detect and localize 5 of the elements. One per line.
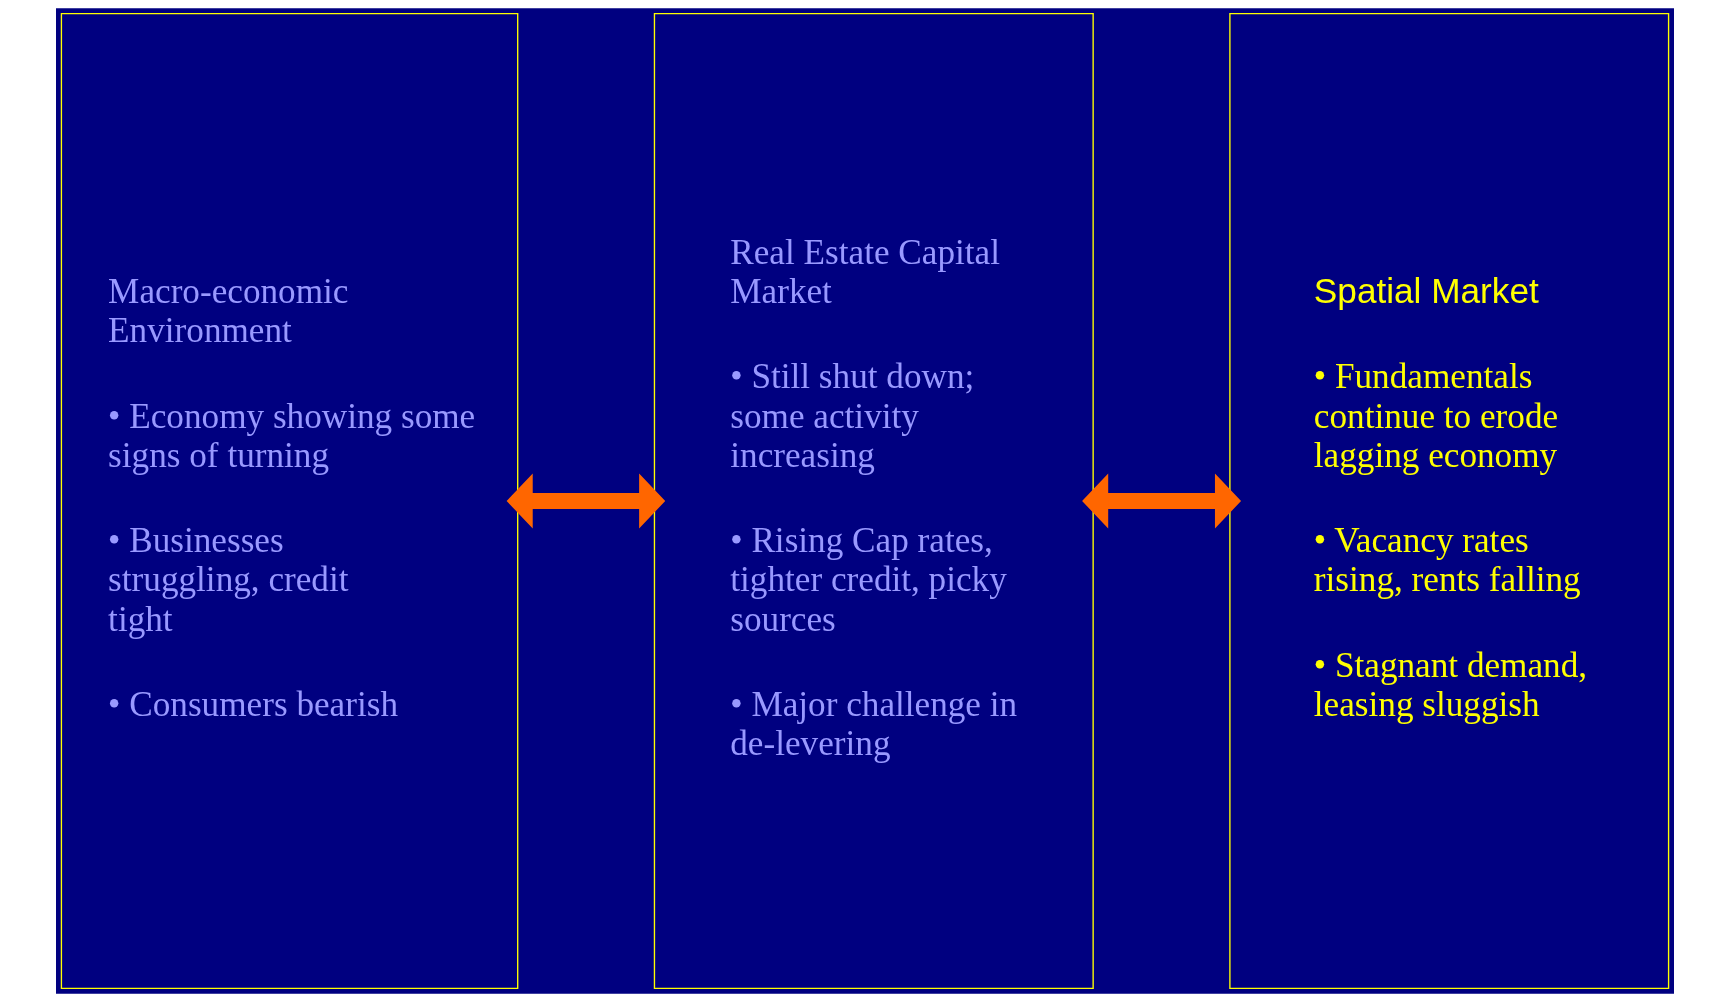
node-box: Macro-economic Environment • Economy showing some signs of turning • Businesses struggling, credit tight • Consumers bearish	[60, 12, 518, 990]
arrow	[506, 473, 665, 529]
node-box: Real Estate Capital Market • Still shut down; some activity increasing • Rising Cap rates, tighter credit, picky sources • Major challenge in de-levering	[653, 12, 1094, 990]
arrow	[1081, 473, 1241, 529]
node-box: Spatial Market • Fundamentals continue to erode lagging economy • Vacancy rates rising, rents falling • Stagnant demand, leasing sluggish	[1228, 12, 1669, 990]
